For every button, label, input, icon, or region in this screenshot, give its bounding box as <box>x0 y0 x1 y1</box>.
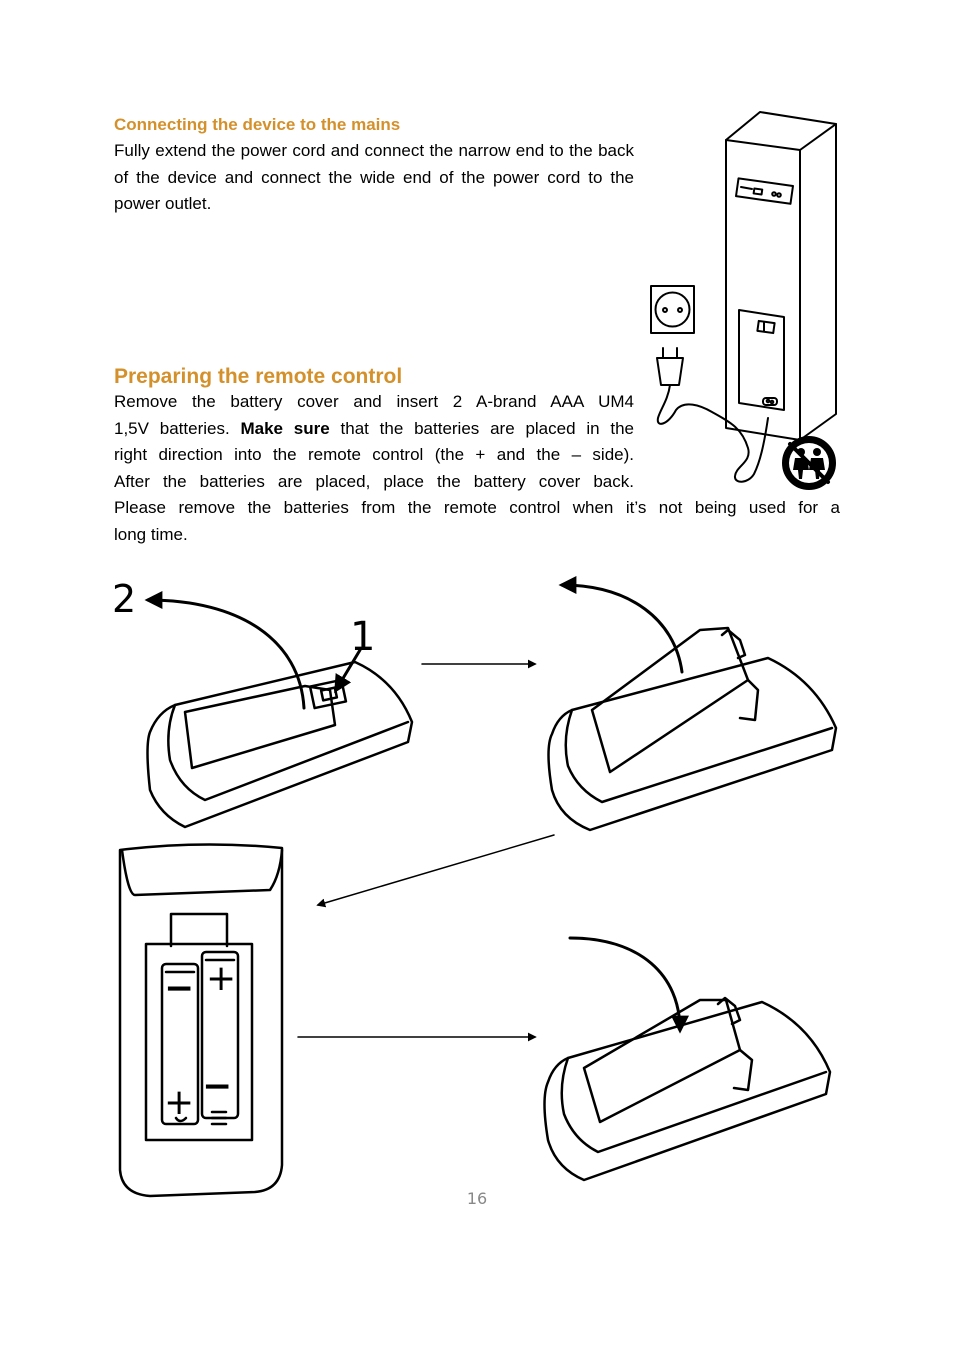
section-heading-mains: Connecting the device to the mains <box>114 115 401 134</box>
remote-line-5: Please remove the batteries from the rem… <box>114 498 840 517</box>
mains-paragraph: Fully extend the power cord and connect … <box>114 141 634 214</box>
section-heading-remote: Preparing the remote control <box>114 365 403 388</box>
remote-line-6: long time. <box>114 525 188 544</box>
plus-sign-bottom: + <box>164 1082 194 1123</box>
remote-line-3: right direction into the remote control … <box>114 445 634 464</box>
minus-sign-bottom: − <box>202 1066 232 1107</box>
plus-sign-top: + <box>206 958 236 999</box>
step-2-label: 2 <box>112 577 136 621</box>
remote-line-4: After the batteries are placed, place th… <box>114 472 634 491</box>
remote-cover-closed-illustration <box>146 660 414 829</box>
remote-cover-closing-illustration <box>543 996 832 1182</box>
minus-sign-top: − <box>164 968 194 1009</box>
remote-cover-opening-illustration <box>547 626 838 832</box>
remote-line-2: 1,5V batteries. Make sure that the batte… <box>114 419 634 438</box>
power-plug-icon <box>656 347 769 483</box>
tower-speaker-illustration <box>725 111 837 441</box>
wall-socket-icon <box>650 285 695 334</box>
remote-line-1: Remove the battery cover and insert 2 A-… <box>114 392 634 411</box>
page-number: 16 <box>466 1189 488 1208</box>
remote-battery-compartment-illustration <box>118 843 284 1198</box>
keep-away-from-children-icon <box>782 436 836 490</box>
step-1-label: 1 <box>350 614 375 660</box>
